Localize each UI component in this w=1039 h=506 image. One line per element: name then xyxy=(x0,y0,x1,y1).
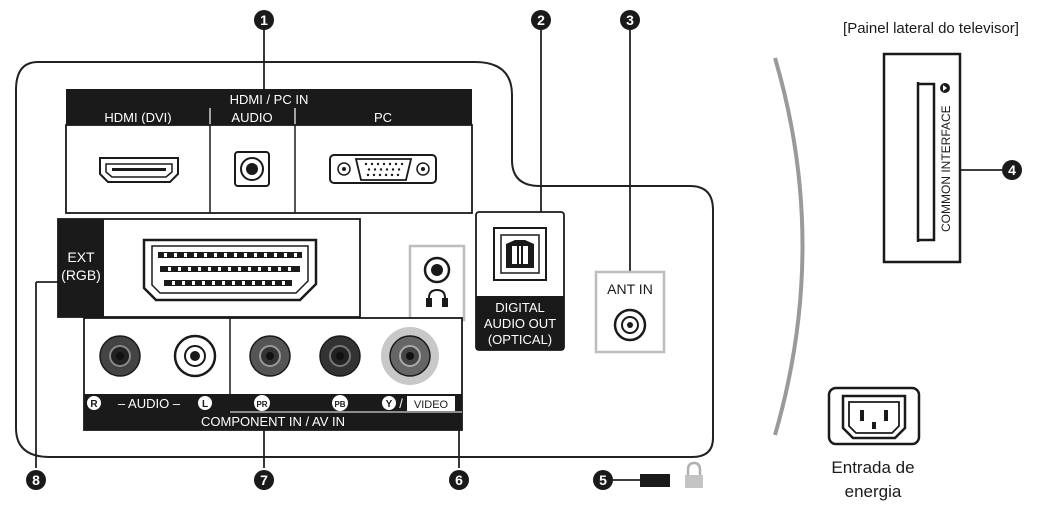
scart-connector xyxy=(142,238,318,302)
audio-in-jack xyxy=(234,151,270,187)
y-badge: Y xyxy=(382,396,396,410)
svg-text:Y: Y xyxy=(386,399,393,410)
side-divider-curve xyxy=(773,57,805,436)
hdmi-pc-in-header: HDMI / PC IN xyxy=(230,92,309,107)
l-badge: L xyxy=(198,396,212,410)
video-label: VIDEO xyxy=(414,399,449,411)
optical-label: (OPTICAL) xyxy=(488,332,552,347)
ext-rgb-block: EXT (RGB) xyxy=(57,218,361,318)
svg-text:2: 2 xyxy=(537,12,545,28)
ant-in-block: ANT IN xyxy=(594,270,666,354)
digital-audio-out-block: DIGITAL AUDIO OUT (OPTICAL) xyxy=(475,211,565,351)
audio-l-jack xyxy=(173,334,217,378)
common-interface-label: COMMON INTERFACE xyxy=(939,105,953,232)
svg-text:5: 5 xyxy=(599,472,607,488)
common-interface-block: COMMON INTERFACE xyxy=(882,52,962,264)
hdmi-port xyxy=(99,157,179,183)
optical-port xyxy=(493,227,547,281)
callout-6: 6 xyxy=(449,470,469,490)
svg-text:PR: PR xyxy=(256,400,267,409)
svg-text:6: 6 xyxy=(455,472,463,488)
lock-icon xyxy=(685,461,703,488)
slash-label: / xyxy=(399,396,403,411)
pc-label: PC xyxy=(374,110,392,125)
callout-8: 8 xyxy=(26,470,46,490)
audio-r-jack xyxy=(99,335,141,377)
svg-text:R: R xyxy=(90,399,98,410)
common-interface-marker-icon xyxy=(940,83,950,93)
svg-text:8: 8 xyxy=(32,472,40,488)
audio-out-label: AUDIO OUT xyxy=(484,316,556,331)
power-socket xyxy=(827,386,921,446)
callout-1: 1 xyxy=(254,10,274,30)
svg-text:L: L xyxy=(202,399,208,410)
audio-label: AUDIO xyxy=(231,110,272,125)
y-video-jack xyxy=(381,327,439,385)
power-label-line2: energia xyxy=(845,482,902,501)
svg-text:PB: PB xyxy=(334,400,345,409)
digital-label: DIGITAL xyxy=(495,300,545,315)
pb-jack xyxy=(319,335,361,377)
hdmi-dvi-label: HDMI (DVI) xyxy=(104,110,171,125)
audio-row-label: – AUDIO – xyxy=(118,396,181,411)
callout-badges: 1 2 3 4 5 6 7 8 xyxy=(26,10,1022,490)
power-label-line1: Entrada de xyxy=(831,458,914,477)
component-av-in-block: R – AUDIO – L PR PB Y / VIDEO COMPONENT … xyxy=(83,317,463,431)
rear-panel-outline xyxy=(15,61,714,458)
headphone-jack-block xyxy=(408,244,466,322)
callout-4: 4 xyxy=(1002,160,1022,180)
callout-7: 7 xyxy=(254,470,274,490)
side-panel-caption: [Painel lateral do televisor] xyxy=(843,20,1019,37)
headphone-icon xyxy=(426,288,448,307)
hdmi-pc-in-block: HDMI / PC IN HDMI (DVI) AUDIO PC xyxy=(65,89,473,214)
pr-badge: PR xyxy=(254,395,270,411)
pc-vga-port xyxy=(329,154,437,184)
callout-5: 5 xyxy=(593,470,613,490)
svg-text:4: 4 xyxy=(1008,162,1016,178)
ant-in-label: ANT IN xyxy=(607,281,653,297)
kensington-slot xyxy=(640,474,670,487)
svg-text:3: 3 xyxy=(626,12,634,28)
pr-jack xyxy=(249,335,291,377)
rgb-label: (RGB) xyxy=(61,267,101,283)
pb-badge: PB xyxy=(332,395,348,411)
svg-text:1: 1 xyxy=(260,12,268,28)
r-badge: R xyxy=(87,396,101,410)
callout-2: 2 xyxy=(531,10,551,30)
component-footer-label: COMPONENT IN / AV IN xyxy=(201,414,345,429)
svg-text:7: 7 xyxy=(260,472,268,488)
callout-3: 3 xyxy=(620,10,640,30)
ext-label: EXT xyxy=(67,249,95,265)
